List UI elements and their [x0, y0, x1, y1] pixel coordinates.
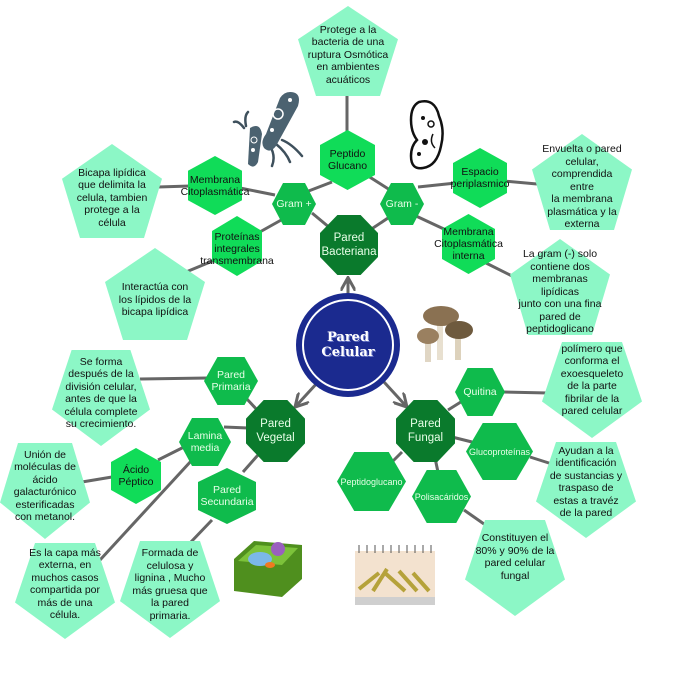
pared-secundaria-node[interactable]: Pared Secundaria	[198, 468, 256, 524]
note-text: Envuelta o pared celular, comprendida en…	[542, 143, 622, 231]
note-text: La gram (-) solo contiene dos membranas …	[518, 248, 602, 336]
node-label: Lamina media	[187, 430, 223, 454]
quitina-desc-note: polímero que conforma el exoesqueleto de…	[542, 342, 642, 438]
quitina-node[interactable]: Quitina	[455, 368, 505, 416]
membrana-interna-node[interactable]: Membrana Citoplasmática interna	[434, 214, 503, 274]
glucoproteinas-node[interactable]: Glucoproteínas	[466, 423, 533, 480]
link-fungal-gluco	[451, 435, 473, 444]
node-label: Membrana Citoplasmática	[180, 173, 250, 198]
espacio-desc-note: Envuelta o pared celular, comprendida en…	[532, 134, 632, 230]
espacio-periplasmico-node[interactable]: Espacio periplasmico	[450, 148, 510, 208]
link-peptido-gram-pos	[305, 180, 333, 194]
pared-vegetal-node[interactable]: Pared Vegetal	[246, 400, 305, 462]
link-polisacaridos-desc	[463, 508, 485, 526]
note-text: Es la capa más externa, en muchos casos …	[29, 546, 101, 622]
link-membrana-desc	[157, 184, 191, 189]
fungal-wall-illustration	[355, 545, 435, 605]
link-center-vegetal	[296, 380, 320, 406]
note-text: Formada de celulosa y lignina , Mucho má…	[132, 547, 208, 622]
note-text: polímero que conforma el exoesqueleto de…	[560, 342, 624, 418]
polisacaridos-node[interactable]: Polisacáridos	[412, 470, 471, 523]
link-acido-desc	[81, 475, 113, 484]
node-label: Espacio periplasmico	[450, 166, 510, 190]
proteinas-integrales-node[interactable]: Proteínas integrales transmembrana	[200, 216, 274, 276]
peptido-desc-note: Protege a la bacteria de una ruptura Osm…	[298, 6, 398, 96]
pared-primaria-node[interactable]: Pared Primaria	[204, 357, 258, 405]
link-espacio-desc	[503, 179, 538, 186]
peptido-glucano-node[interactable]: Peptido Glucano	[320, 130, 375, 190]
node-label: Membrana Citoplasmática interna	[434, 226, 503, 262]
node-label: Glucoproteínas	[468, 446, 531, 457]
node-label: Quitina	[463, 386, 497, 398]
membrana-citoplasmatica-node[interactable]: Membrana Citoplasmática	[180, 156, 250, 215]
note-text: Unión de moléculas de ácido galacturónic…	[13, 448, 77, 524]
node-label: Pared Fungal	[407, 418, 444, 444]
lamina-desc-note: Es la capa más externa, en muchos casos …	[15, 543, 115, 639]
link-vegetal-lamina	[223, 425, 249, 430]
node-label: Gram +	[276, 198, 312, 210]
pared-bacteriana-node[interactable]: Pared Bacteriana	[320, 215, 378, 275]
link-gram-pos-membrana	[239, 186, 276, 197]
link-primaria-desc	[139, 376, 209, 381]
node-label: Peptidoglucano	[340, 476, 403, 487]
link-center-fungal	[382, 380, 406, 406]
bacteria-illustration	[232, 92, 304, 168]
note-text: Ayudan a la identificación de sustancias…	[549, 444, 623, 520]
link-gluco-desc	[529, 455, 553, 466]
link-gram-neg-peptido	[367, 174, 391, 192]
link-gram-neg-membrana-int	[415, 214, 447, 232]
pared-celular-center[interactable]: Pared Celular	[296, 293, 400, 397]
node-label: Polisacáridos	[414, 491, 469, 502]
link-gram-pos-proteinas	[257, 217, 284, 235]
center-title: Pared Celular	[321, 330, 375, 360]
link-secundaria-desc	[188, 518, 214, 545]
gram-negative-node[interactable]: Gram -	[380, 183, 424, 225]
link-vegetal-secundaria	[241, 454, 260, 473]
link-lamina-acido	[157, 445, 185, 462]
node-label: Proteínas integrales transmembrana	[200, 231, 274, 267]
polisacaridos-desc-note: Constituyen el 80% y 90% de la pared cel…	[465, 520, 565, 616]
node-label: Gram -	[385, 198, 419, 210]
link-lamina-desc	[98, 458, 194, 562]
node-label: Pared Secundaria	[200, 484, 254, 508]
membrana-desc-note: Bicapa lipídica que delimita la celula, …	[62, 144, 162, 238]
link-gram-neg-espacio	[417, 181, 457, 189]
link-gram-pos-bacteriana	[311, 211, 331, 230]
node-label: Pared Bacteriana	[321, 232, 377, 258]
link-proteinas-desc	[185, 258, 216, 274]
gram-positive-node[interactable]: Gram +	[272, 183, 316, 225]
secundaria-desc-note: Formada de celulosa y lignina , Mucho má…	[120, 541, 220, 638]
mushroom-illustration	[417, 306, 473, 362]
gluco-desc-note: Ayudan a la identificación de sustancias…	[536, 442, 636, 538]
plant-cell-illustration	[234, 541, 302, 597]
membrana-int-desc-note: La gram (-) solo contiene dos membranas …	[510, 239, 610, 335]
note-text: Interactúa con los lípidos de la bicapa …	[118, 281, 192, 319]
link-fungal-peptidoglucano	[390, 450, 404, 464]
note-text: Constituyen el 80% y 90% de la pared cel…	[475, 532, 555, 582]
link-quitina-desc	[502, 390, 549, 395]
node-label: Ácido Péptico	[118, 464, 154, 488]
proteinas-desc-note: Interactúa con los lípidos de la bicapa …	[105, 248, 205, 340]
note-text: Protege a la bacteria de una ruptura Osm…	[307, 23, 389, 86]
lamina-media-node[interactable]: Lamina media	[179, 418, 231, 466]
note-text: Bicapa lipídica que delimita la celula, …	[76, 166, 148, 229]
primaria-desc-note: Se forma después de la división celular,…	[52, 350, 150, 446]
peptidoglucano-node[interactable]: Peptidoglucano	[337, 452, 406, 511]
node-label: Pared Vegetal	[256, 418, 295, 444]
acido-peptico-node[interactable]: Ácido Péptico	[111, 448, 161, 504]
note-text: Se forma después de la división celular,…	[64, 355, 138, 431]
pared-fungal-node[interactable]: Pared Fungal	[396, 400, 455, 462]
bacterium-outline-illustration	[409, 100, 444, 170]
link-membrana-int-desc	[483, 260, 513, 278]
node-label: Pared Primaria	[211, 369, 251, 393]
node-label: Peptido Glucano	[327, 148, 368, 172]
acido-desc-note: Unión de moléculas de ácido galacturónic…	[0, 443, 90, 539]
